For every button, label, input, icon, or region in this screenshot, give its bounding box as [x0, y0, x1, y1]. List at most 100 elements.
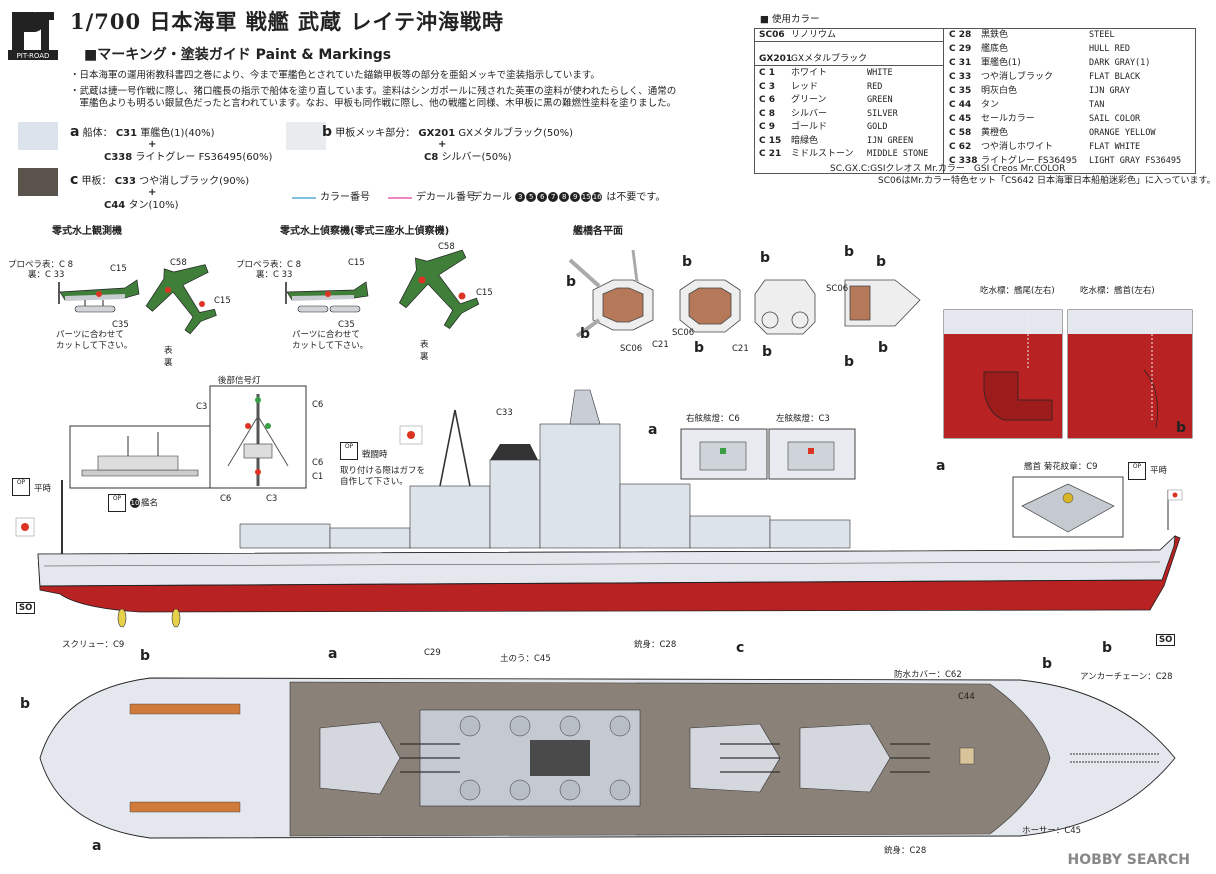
op-icon-peace-stern: OP: [12, 478, 30, 496]
a1-top-c15: C15: [214, 296, 231, 306]
color-code: C 1: [759, 68, 776, 78]
guide-subtitle: ■マーキング・塗装ガイド Paint & Markings: [84, 47, 392, 63]
plan-c44: C44: [958, 692, 975, 702]
bow-mark-title: 吃水標：艦首(左右): [1080, 286, 1155, 296]
op-icon-battle: OP: [340, 442, 358, 460]
gun-barrel-label-bottom: 銃身：C28: [884, 846, 927, 856]
color-name-en: ORANGE YELLOW: [1089, 128, 1156, 138]
cut1a: パーツに合わせて: [56, 330, 124, 340]
color-code: C 6: [759, 95, 776, 105]
color-name-jp: GXメタルブラック: [791, 54, 868, 64]
bridge-b4: b: [694, 340, 705, 356]
gun-barrel-label-top: 銃身：C28: [634, 640, 677, 650]
op-icon-ship-name: OP: [108, 494, 126, 512]
aircraft1-top-drawing: [145, 264, 217, 335]
aircraft2-title: 零式水上偵察機(零式三座水上偵察機): [280, 226, 450, 237]
color-code: C 3: [759, 81, 776, 92]
color-name-en: TAN: [1089, 100, 1105, 110]
color-name-jp: ミドルストーン: [791, 149, 854, 159]
mix-c-plus: +: [148, 187, 157, 198]
note-line-3: 軍艦色よりも明るい銀鼠色だったと言われています。なお、甲板も同作戦に際し、他の戦…: [70, 98, 677, 109]
anchor-chain-label: アンカーチェーン：C28: [1080, 672, 1173, 682]
color-code: C 58: [949, 128, 972, 138]
color-name-jp: リノリウム: [791, 30, 837, 40]
prop2-label: プロペラ表：C 8: [236, 260, 302, 270]
color-code: C 31: [949, 58, 972, 68]
color-name-en: FLAT WHITE: [1089, 142, 1141, 152]
aircraft2-side-drawing: [285, 281, 369, 313]
scale-text: 1/700: [70, 9, 142, 34]
a2-front: 表: [420, 340, 429, 350]
color-name-en: GOLD: [867, 122, 888, 132]
decal-number-badge: 5: [526, 192, 537, 202]
a2-back: 裏: [420, 352, 429, 362]
nav-lights-drawing: [680, 428, 856, 480]
color-note-2: SC06はMr.カラー特色セット「CS642 日本海軍日本船舶迷彩色」に入ってい…: [878, 176, 1216, 186]
color-name-en: WHITE: [867, 68, 893, 78]
bridge-b8: b: [876, 254, 887, 270]
stern-mark-title: 吃水標：艦尾(左右): [980, 286, 1055, 296]
a2-c58: C58: [438, 242, 455, 252]
cut2a: パーツに合わせて: [292, 330, 360, 340]
color-code: GX201: [759, 54, 793, 64]
decal-number-badge: 7: [548, 192, 559, 202]
rear-signal-inset: [69, 385, 307, 489]
a1-front: 表: [164, 346, 173, 356]
waterproof-label: 防水カバー：C62: [894, 670, 962, 680]
signal-c6c: C6: [220, 494, 232, 504]
a1-c35: C35: [112, 320, 129, 330]
color-code: C 35: [949, 86, 972, 96]
so-bow: SO: [1156, 634, 1176, 646]
logo-text: PIT-ROAD: [17, 52, 50, 60]
side-a1: a: [648, 422, 658, 438]
mix-a-plus: +: [148, 139, 157, 150]
aircraft1-title: 零式水上観測機: [52, 226, 122, 237]
color-name-jp: タン: [981, 100, 1000, 110]
color-code: SC06: [759, 30, 785, 40]
a2-c15: C15: [348, 258, 365, 268]
color-name-jp: 明灰白色: [981, 86, 1018, 96]
color-name-jp: 黒鉄色: [981, 30, 1009, 40]
color-code: C 29: [949, 44, 972, 54]
bridge-b7: b: [844, 244, 855, 260]
mix-c: c 甲板： C33 つや消しブラック(90%): [70, 172, 250, 188]
draft-b: b: [1176, 420, 1187, 436]
decal-number-badge: 15: [581, 192, 592, 202]
note-line-2: ・武蔵は捷一号作戦に際し、猪口艦長の指示で船体を塗り直しています。塗料はシンガポ…: [70, 86, 677, 97]
color-code: C 338: [949, 156, 978, 166]
crest-title: 艦首 菊花紋章：C9: [1024, 462, 1098, 472]
ship-top-plan: [39, 677, 1176, 839]
mix-b: b 甲板メッキ部分： GX201 GXメタルブラック(50%): [322, 124, 574, 140]
decal-number-badge: 9: [570, 192, 581, 202]
top-a2: a: [92, 838, 102, 854]
bridge-b2: b: [580, 326, 591, 342]
signal-c6: C6: [312, 400, 324, 410]
color-name-en: STEEL: [1089, 30, 1115, 40]
color-name-jp: シルバー: [791, 108, 828, 119]
sandbag-label: 土のう：C45: [500, 654, 551, 664]
peace-bow-label: 平時: [1150, 466, 1168, 476]
a1-c15: C15: [110, 264, 127, 274]
color-name-en: GREEN: [867, 95, 893, 105]
color-code: C 15: [759, 135, 782, 146]
battle-label: 戦闘時: [362, 450, 388, 460]
swatch-a: [18, 122, 58, 150]
color-code: C 9: [759, 122, 776, 132]
swatch-b: [286, 122, 326, 150]
bridge-b9: b: [878, 340, 889, 356]
cut1b: カットして下さい。: [56, 341, 133, 351]
mix-c-second: C44 タン(10%): [104, 200, 179, 211]
cut2b: カットして下さい。: [292, 341, 369, 351]
